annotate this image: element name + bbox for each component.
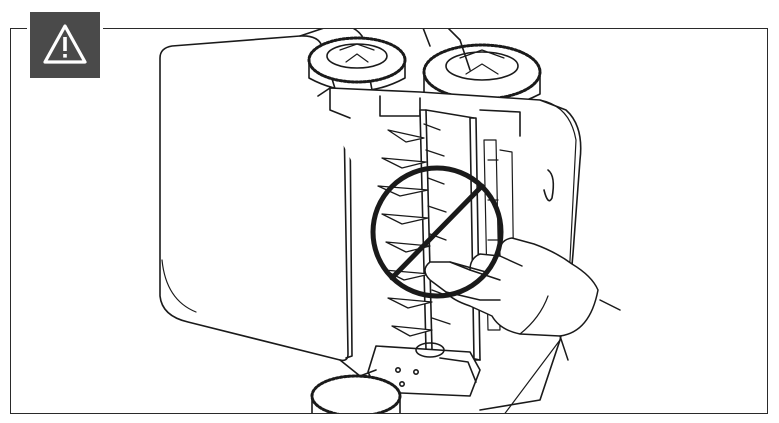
warning-badge	[27, 10, 103, 80]
hand	[424, 237, 621, 361]
illustration-frame	[10, 28, 768, 414]
wheel-top-left	[307, 36, 407, 92]
warning-triangle-icon	[30, 12, 100, 78]
prohibition-circle-icon	[370, 165, 504, 299]
wheel-bottom-left	[310, 374, 402, 413]
